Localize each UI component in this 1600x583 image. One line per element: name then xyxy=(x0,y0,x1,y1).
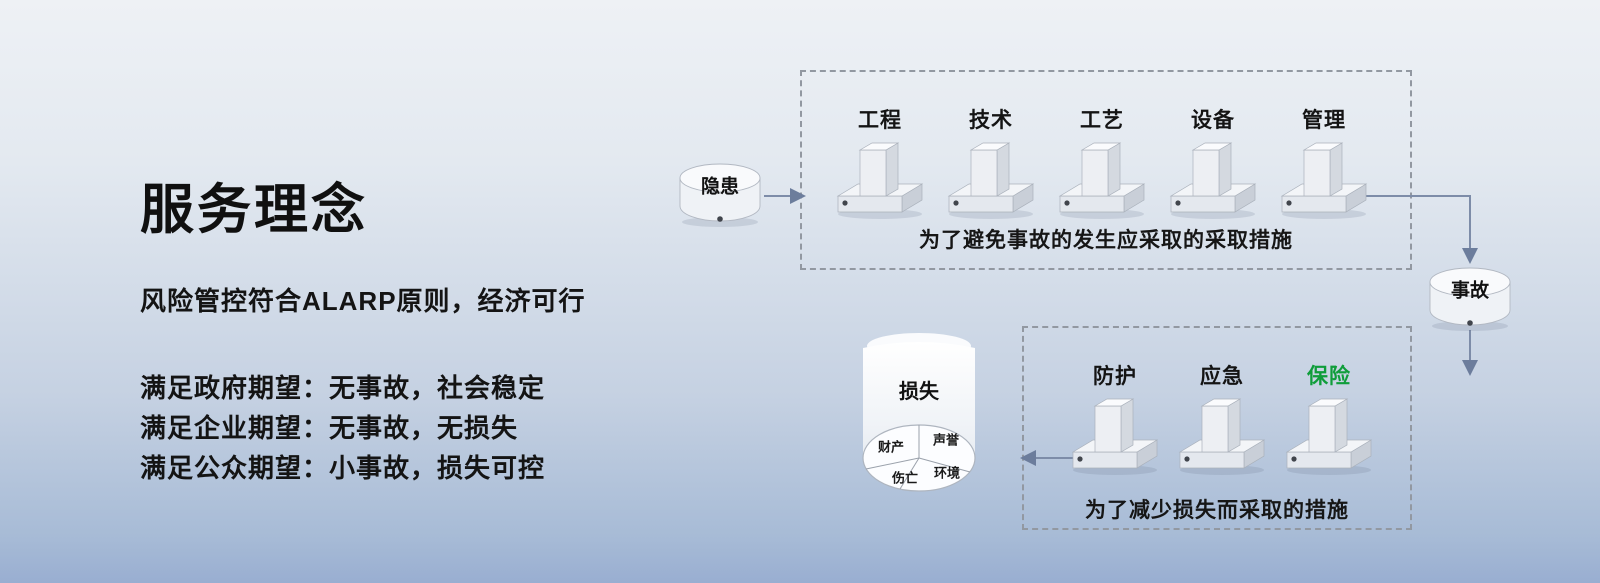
barrier-label: 应急 xyxy=(1200,365,1244,388)
barrier-block-icon xyxy=(1072,398,1158,476)
expectation-public: 满足公众期望：小事故，损失可控 xyxy=(140,453,546,483)
loss-segment-casualty: 伤亡 xyxy=(891,471,918,486)
barrier-protection: 防护 xyxy=(1065,360,1165,477)
barrier-block-icon xyxy=(948,142,1034,220)
barrier-equipment: 设备 xyxy=(1163,104,1263,221)
loss-segment-reputation: 声誉 xyxy=(932,433,960,448)
barrier-block-icon xyxy=(1286,398,1372,476)
barrier-label: 工艺 xyxy=(1080,109,1124,132)
expectation-government: 满足政府期望：无事故，社会稳定 xyxy=(140,373,546,403)
subtitle: 风险管控符合ALARP原则，经济可行 xyxy=(140,286,586,316)
loss-label: 损失 xyxy=(899,379,940,403)
expectations-list: 满足政府期望：无事故，社会稳定 满足企业期望：无事故，无损失 满足公众期望：小事… xyxy=(140,368,700,488)
prevention-box: 为了避免事故的发生应采取的采取措施 xyxy=(800,70,1412,270)
barrier-block-icon xyxy=(1170,142,1256,220)
accident-label: 事故 xyxy=(1451,279,1490,302)
barrier-block-icon xyxy=(1059,142,1145,220)
hazard-cylinder: 隐患 xyxy=(679,163,761,227)
hazard-label: 隐患 xyxy=(701,175,739,198)
barrier-label: 技术 xyxy=(969,109,1013,132)
mitigation-box: 为了减少损失而采取的措施 xyxy=(1022,326,1412,530)
barrier-emergency: 应急 xyxy=(1172,360,1272,477)
barrier-management: 管理 xyxy=(1274,104,1374,221)
barrier-insurance: 保险 xyxy=(1279,360,1379,477)
barrier-technology: 技术 xyxy=(941,104,1041,221)
barrier-block-icon xyxy=(1179,398,1265,476)
left-panel: 服务理念 风险管控符合ALARP原则，经济可行 满足政府期望：无事故，社会稳定 … xyxy=(140,183,700,488)
loss-cylinder: 损失 财产 声誉 伤亡 环境 xyxy=(862,333,976,492)
accident-cylinder: 事故 xyxy=(1429,267,1511,331)
loss-segment-property: 财产 xyxy=(878,440,904,455)
loss-pie: 财产 声誉 伤亡 环境 xyxy=(862,424,976,492)
barrier-block-icon xyxy=(1281,142,1367,220)
page-title: 服务理念 xyxy=(140,180,368,240)
mitigation-caption: 为了减少损失而采取的措施 xyxy=(1085,499,1349,522)
barrier-process: 工艺 xyxy=(1052,104,1152,221)
barrier-label: 设备 xyxy=(1191,109,1235,132)
barrier-label: 保险 xyxy=(1307,365,1351,388)
loss-segment-environment: 环境 xyxy=(934,466,960,481)
barrier-label: 工程 xyxy=(858,109,902,132)
barrier-engineering: 工程 xyxy=(830,104,930,221)
barrier-label: 防护 xyxy=(1093,365,1137,388)
barrier-block-icon xyxy=(837,142,923,220)
prevention-caption: 为了避免事故的发生应采取的采取措施 xyxy=(919,229,1293,252)
barrier-label: 管理 xyxy=(1302,109,1346,132)
expectation-enterprise: 满足企业期望：无事故，无损失 xyxy=(140,413,519,443)
